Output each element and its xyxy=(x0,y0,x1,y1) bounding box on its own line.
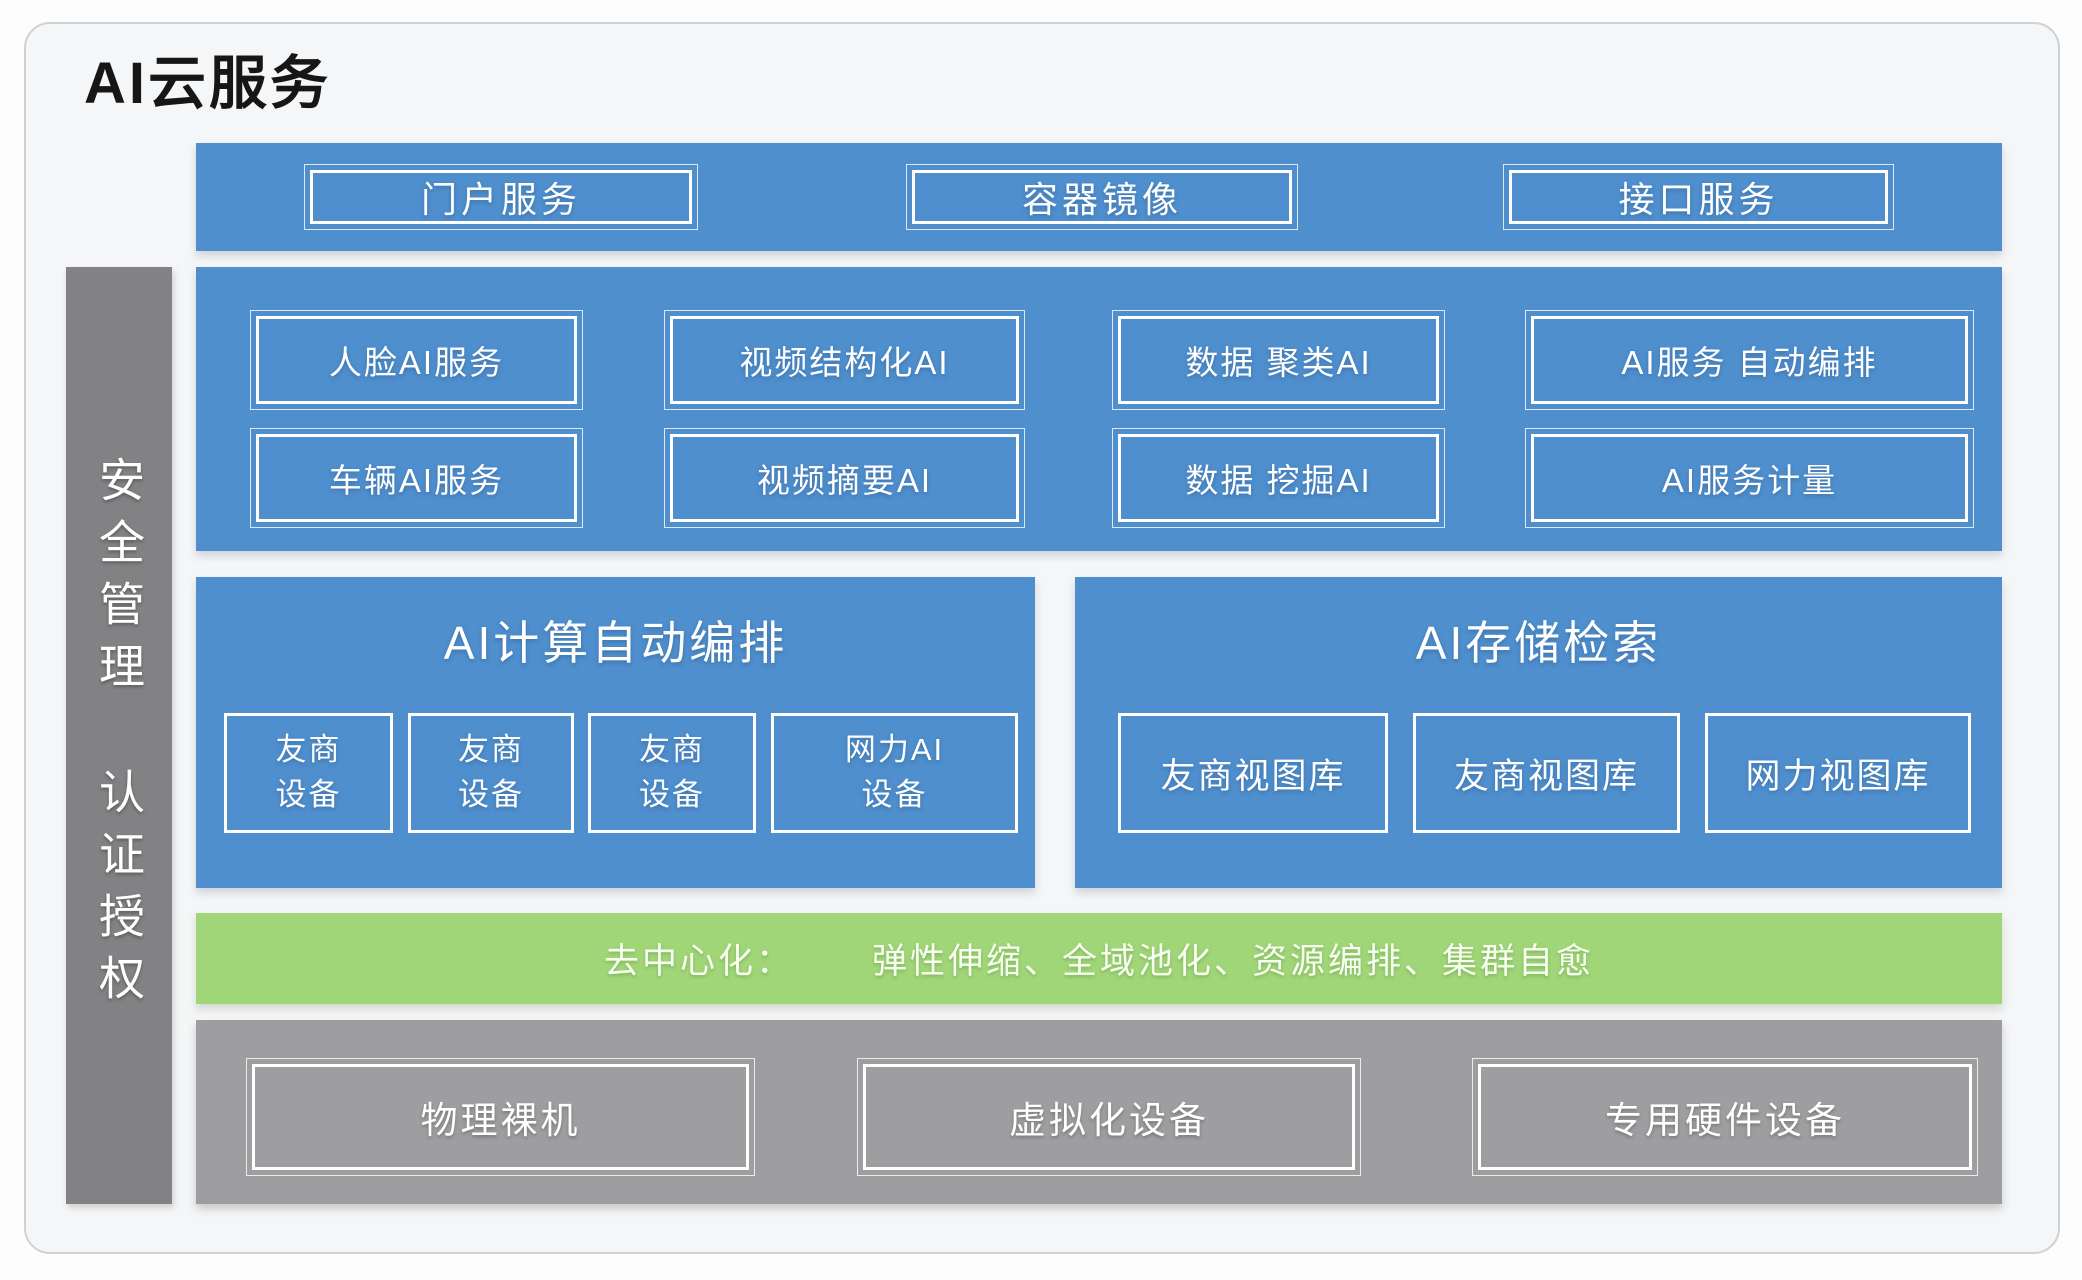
dedicated-hardware-box: 专用硬件设备 xyxy=(1472,1058,1978,1176)
video-structuring-ai-box: 视频结构化AI xyxy=(664,310,1025,410)
face-ai-service-box: 人脸AI服务 xyxy=(250,310,583,410)
bare-metal-box: 物理裸机 xyxy=(246,1058,755,1176)
security-sidebar: 安全管理 认证授权 xyxy=(66,267,172,1204)
vendor-device-box: 友商 设备 xyxy=(588,713,756,833)
ai-service-metering-box: AI服务计量 xyxy=(1525,428,1974,528)
vehicle-ai-service-box: 车辆AI服务 xyxy=(250,428,583,528)
top-services-bar: 门户服务 容器镜像 接口服务 xyxy=(196,143,2002,251)
data-clustering-ai-box: 数据 聚类AI xyxy=(1112,310,1445,410)
hardware-layer-block: 物理裸机 虚拟化设备 专用硬件设备 xyxy=(196,1020,2002,1204)
page-title: AI云服务 xyxy=(84,51,332,116)
decentralization-features: 弹性伸缩、全域池化、资源编排、集群自愈 xyxy=(872,942,1595,981)
container-image-box: 容器镜像 xyxy=(906,164,1298,230)
interface-service-box: 接口服务 xyxy=(1503,164,1894,230)
netposa-ai-device-box: 网力AI 设备 xyxy=(771,713,1018,833)
vendor-device-box: 友商 设备 xyxy=(408,713,574,833)
security-management-label: 安全管理 xyxy=(93,455,145,704)
netposa-view-library-box: 网力视图库 xyxy=(1705,713,1971,833)
ai-storage-retrieval-block: AI存储检索 友商视图库 友商视图库 网力视图库 xyxy=(1075,577,2002,888)
data-mining-ai-box: 数据 挖掘AI xyxy=(1112,428,1445,528)
decentralization-bar: 去中心化： 弹性伸缩、全域池化、资源编排、集群自愈 xyxy=(196,913,2002,1004)
decentralization-label: 去中心化： xyxy=(603,942,794,981)
virtualized-device-box: 虚拟化设备 xyxy=(857,1058,1361,1176)
compute-block-title: AI计算自动编排 xyxy=(443,617,788,669)
video-summary-ai-box: 视频摘要AI xyxy=(664,428,1025,528)
ai-compute-orchestration-block: AI计算自动编排 友商 设备 友商 设备 友商 设备 网力AI 设备 xyxy=(196,577,1035,888)
vendor-device-box: 友商 设备 xyxy=(224,713,393,833)
vendor-view-library-box: 友商视图库 xyxy=(1413,713,1680,833)
ai-service-orchestration-box: AI服务 自动编排 xyxy=(1525,310,1974,410)
portal-service-box: 门户服务 xyxy=(304,164,698,230)
ai-services-block: 人脸AI服务 视频结构化AI 数据 聚类AI AI服务 自动编排 车辆AI服务 … xyxy=(196,267,2002,551)
storage-block-title: AI存储检索 xyxy=(1415,617,1662,669)
auth-authorization-label: 认证授权 xyxy=(93,767,145,1016)
vendor-view-library-box: 友商视图库 xyxy=(1118,713,1388,833)
